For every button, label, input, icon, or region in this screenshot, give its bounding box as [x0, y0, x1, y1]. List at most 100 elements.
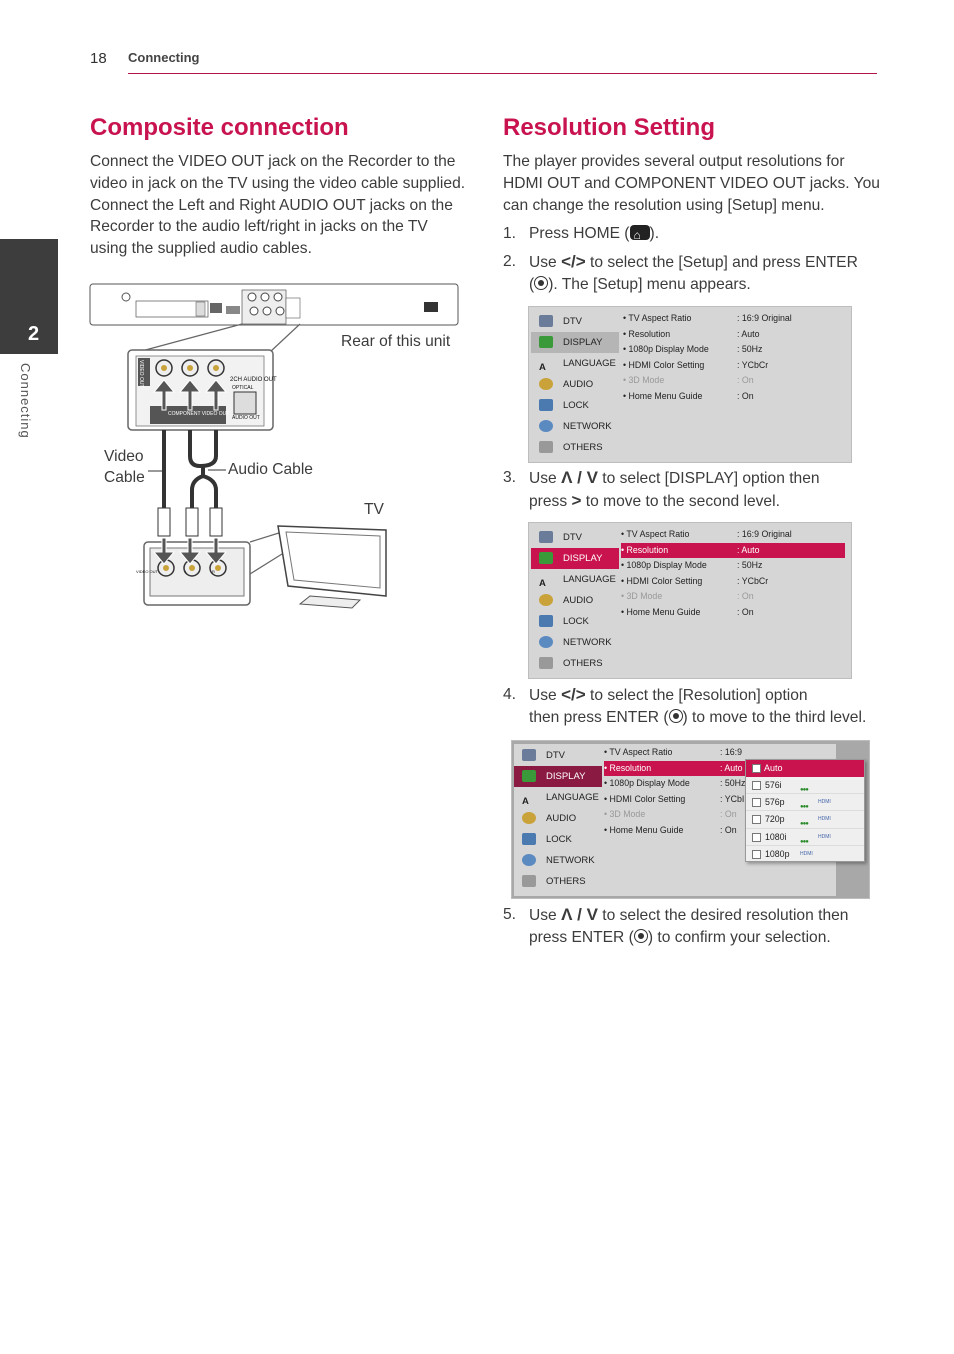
step-text: ). The [Setup] menu appears.: [548, 276, 751, 293]
checkbox-icon: [752, 849, 761, 859]
step-3: 3. Use Λ / V to select [DISPLAY] option …: [503, 467, 881, 511]
menu-side-item: LOCK: [563, 616, 589, 627]
resolution-paragraph: The player provides several output resol…: [503, 153, 880, 214]
step-number: 5.: [503, 906, 517, 923]
lock-icon: [539, 399, 553, 411]
step-text: (: [529, 276, 535, 293]
menu-side-item: LOCK: [563, 400, 589, 411]
menu-side-item: AUDIO: [563, 379, 594, 390]
checkbox-icon: [752, 764, 761, 773]
right-arrow-icon: >: [571, 491, 582, 510]
jack-component-label: COMPONENT VIDEO OUT: [168, 411, 230, 417]
display-icon: [522, 770, 536, 782]
step-5: 5. Use Λ / V to select the desired resol…: [503, 904, 881, 948]
resolution-option[interactable]: 720p●●●HDMI: [746, 811, 864, 829]
display-icon: [539, 336, 553, 348]
menu-row-value: : 16:9: [720, 747, 743, 757]
menu-side-item: LANGUAGE: [563, 358, 616, 369]
left-right-arrows-icon: </>: [561, 252, 586, 271]
menu-row-value: : 50Hz: [737, 344, 763, 354]
connector-dots-icon: ●●●: [800, 787, 809, 793]
menu-side-item: AUDIO: [546, 813, 577, 824]
network-icon: [539, 636, 553, 648]
tv-label: TV: [364, 501, 384, 518]
menu-row-label: • HDMI Color Setting: [621, 575, 703, 586]
menu-row-label: • 3D Mode: [621, 591, 663, 601]
menu-row-label: • Home Menu Guide: [621, 606, 701, 617]
menu-side-item: LANGUAGE: [546, 792, 599, 803]
menu-side-item: NETWORK: [546, 855, 595, 866]
step-text: to select the [Setup] and press ENTER: [585, 254, 858, 271]
connection-diagram: VIDEO OUT L R 2CH AUDIO OUT OPTICAL AUDI…: [88, 280, 463, 610]
menu-row-value: : Auto: [720, 762, 743, 773]
up-down-arrows-icon: Λ / V: [561, 468, 598, 487]
network-icon: [522, 854, 536, 866]
jack-video-out-vertical-label: VIDEO OUT: [138, 360, 144, 388]
step-2: 2. Use </> to select the [Setup] and pre…: [503, 251, 881, 295]
resolution-popup: Auto 576i●●● 576p●●●HDMI 720p●●●HDMI 108…: [745, 759, 865, 862]
menu-row-label: • 1080p Display Mode: [604, 778, 690, 788]
hdmi-tag: HDMI: [800, 850, 813, 857]
step-number: 3.: [503, 469, 517, 486]
lock-icon: [522, 833, 536, 845]
connector-dots-icon: ●●●: [800, 821, 809, 828]
menu-row-value: : Auto: [737, 544, 760, 555]
step-text: then press ENTER (: [529, 709, 669, 726]
connector-dots-icon: ●●●: [800, 804, 809, 811]
resolution-option[interactable]: 576p●●●HDMI: [746, 794, 864, 812]
language-icon: A: [539, 362, 546, 373]
display-icon: [539, 552, 553, 564]
step-text: press: [529, 493, 572, 510]
header-rule: [128, 73, 877, 74]
video-cable-label-2: Cable: [104, 469, 145, 486]
audio-icon: [539, 594, 553, 606]
menu-side-item: AUDIO: [563, 595, 594, 606]
resolution-option[interactable]: 576i●●●: [746, 777, 864, 795]
menu-row-value: : 50Hz: [737, 560, 763, 570]
jack-video-out-label: VIDEO OUT: [136, 569, 159, 574]
resolution-option[interactable]: 1080i●●●HDMI: [746, 829, 864, 846]
enter-icon: [668, 709, 683, 723]
menu-row-label: • 1080p Display Mode: [621, 560, 707, 570]
menu-row-value: : YCbCr: [737, 359, 769, 370]
hdmi-tag: HDMI: [818, 816, 831, 823]
menu-row-value: : On: [737, 390, 754, 401]
others-icon: [539, 657, 553, 669]
menu-row-value: : On: [720, 824, 737, 835]
hdmi-tag: HDMI: [818, 833, 831, 840]
step-text: ).: [649, 225, 660, 242]
checkbox-icon: [752, 815, 761, 825]
menu-row-value: : YCbCr: [737, 575, 769, 586]
audio-cable-label: Audio Cable: [228, 461, 313, 478]
step-text: Use: [529, 687, 562, 704]
step-4: 4. Use </> to select the [Resolution] op…: [503, 684, 881, 728]
menu-side-item: DISPLAY: [563, 337, 603, 348]
page-number: 18: [90, 50, 107, 67]
step-text: Use: [529, 470, 562, 487]
menu-row-label: • Resolution: [621, 544, 669, 555]
popup-selected[interactable]: Auto: [746, 760, 864, 777]
step-text: ) to move to the third level.: [682, 709, 867, 726]
menu-side-item: NETWORK: [563, 421, 612, 432]
menu-side-item: LANGUAGE: [563, 574, 616, 585]
language-icon: A: [539, 578, 546, 589]
menu-side-item: OTHERS: [546, 876, 586, 887]
menu-row-value: : Auto: [737, 328, 760, 339]
chapter-number: 2: [28, 323, 40, 345]
step-number: 1.: [503, 225, 517, 242]
menu-row-label: • 3D Mode: [604, 809, 646, 819]
menu-side-item: DTV: [563, 532, 582, 543]
step-number: 2.: [503, 253, 517, 270]
menu-row-label: • HDMI Color Setting: [604, 793, 686, 804]
jack-2ch-label: 2CH AUDIO OUT: [230, 377, 277, 383]
menu-row-value: : On: [737, 606, 754, 617]
menu-side-item: NETWORK: [563, 637, 612, 648]
video-cable-label-1: Video: [104, 448, 144, 465]
composite-paragraph: Connect the VIDEO OUT jack on the Record…: [90, 153, 466, 258]
menu-row-value: : On: [737, 375, 754, 385]
step-text: press ENTER (: [529, 929, 634, 946]
step-text: to select the [Resolution] option: [585, 687, 808, 704]
dtv-icon: [522, 749, 536, 761]
